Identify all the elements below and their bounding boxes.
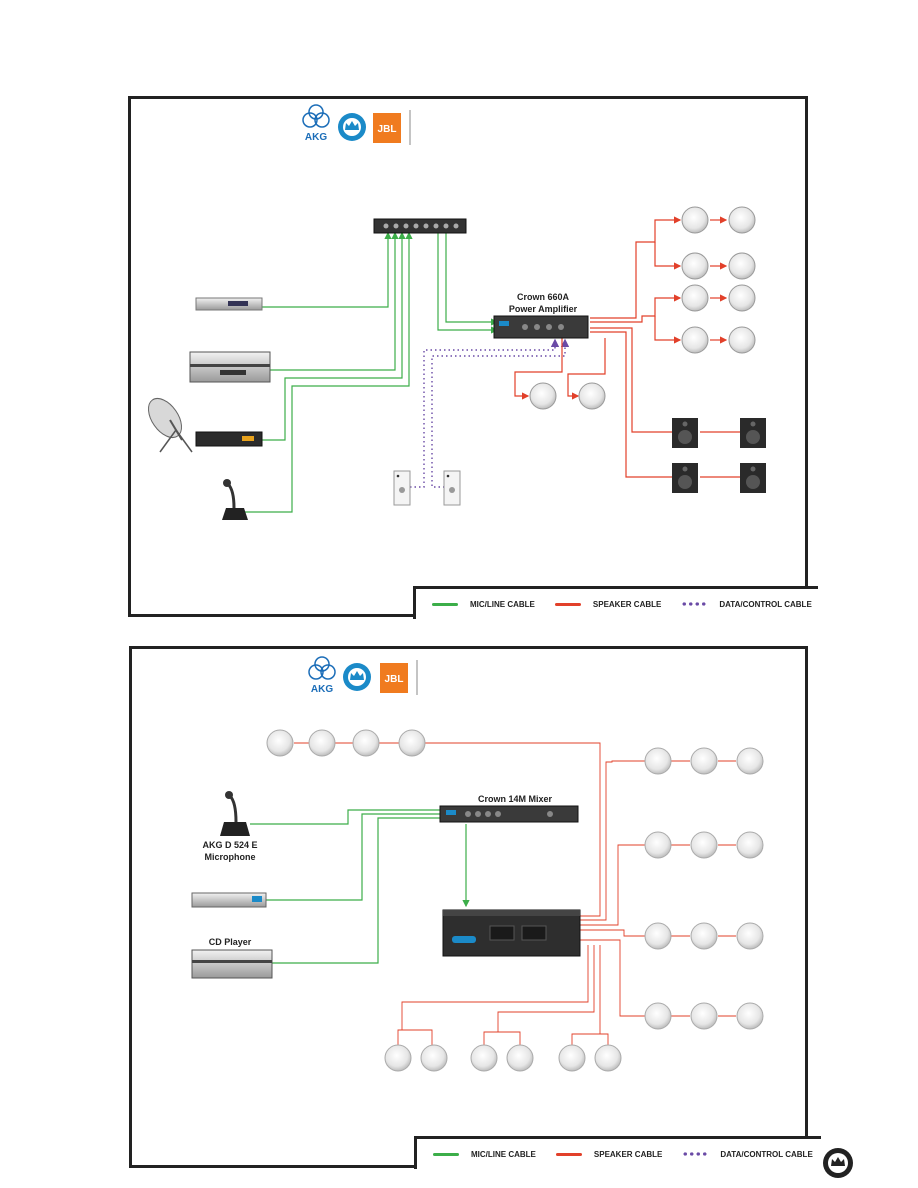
- legend-mic-line: MIC/LINE CABLE: [471, 1149, 536, 1159]
- mic-line-swatch: [433, 1152, 459, 1156]
- legend-panel-2: MIC/LINE CABLE SPEAKER CABLE DATA/CONTRO…: [414, 1136, 821, 1169]
- ceiling-speaker: [736, 831, 764, 859]
- crown-14m-mixer: Crown 14M Mixer: [439, 794, 579, 823]
- mic-label-line1: AKG D 524 E: [202, 840, 257, 850]
- speaker-cables-2: [294, 742, 736, 1046]
- box-speaker: [740, 463, 766, 493]
- mixer-label: Crown 14M Mixer: [478, 794, 553, 804]
- ceiling-speaker: [506, 1044, 534, 1072]
- data-control-cables-1: [410, 338, 570, 488]
- amp-label-line1: Crown 660A: [517, 292, 570, 302]
- ceiling-speaker: [736, 922, 764, 950]
- akg-logo-text: AKG: [311, 684, 333, 695]
- ceiling-speaker: [644, 747, 672, 775]
- ceiling-speaker: [529, 382, 557, 410]
- jbl-logo: JBL: [373, 113, 401, 143]
- akg-d524e-microphone: AKG D 524 E Microphone: [202, 791, 258, 862]
- akg-logo-text: AKG: [305, 132, 327, 143]
- ceiling-speaker: [308, 729, 336, 757]
- speaker-swatch: [555, 1152, 582, 1156]
- ceiling-speaker: [681, 284, 709, 312]
- paging-microphone: [222, 479, 248, 520]
- jbl-logo-text: JBL: [385, 674, 404, 685]
- wall-controller-2: [443, 470, 461, 506]
- crown-660a-amplifier: Crown 660A Power Amplifier: [493, 292, 589, 339]
- speaker-cables-1: [514, 216, 742, 478]
- ceiling-speaker: [578, 382, 606, 410]
- ceiling-speaker: [690, 922, 718, 950]
- akg-logo: AKG: [308, 656, 336, 695]
- brand-logos-2: AKG JBL: [308, 656, 418, 695]
- crown-badge-icon: [823, 1148, 853, 1178]
- ceiling-speaker: [644, 831, 672, 859]
- ceiling-speaker: [594, 1044, 622, 1072]
- ceiling-speaker: [420, 1044, 448, 1072]
- satellite-dish: [147, 397, 193, 453]
- ceiling-speakers-1: [529, 206, 756, 410]
- ceiling-speaker: [558, 1044, 586, 1072]
- ceiling-speaker: [681, 252, 709, 280]
- ceiling-speaker: [681, 326, 709, 354]
- ceiling-speaker: [690, 831, 718, 859]
- ceiling-speaker: [398, 729, 426, 757]
- ceiling-speaker: [728, 252, 756, 280]
- ceiling-speaker: [728, 284, 756, 312]
- amp-label-line2: Power Amplifier: [509, 304, 578, 314]
- mic-label-line2: Microphone: [205, 852, 256, 862]
- ceiling-speaker: [690, 1002, 718, 1030]
- ceiling-speaker: [470, 1044, 498, 1072]
- jbl-logo: JBL: [380, 663, 408, 693]
- data-control-swatch: [682, 1152, 709, 1156]
- brand-logos-1: AKG JBL: [302, 104, 411, 145]
- ceiling-speaker: [690, 747, 718, 775]
- box-speaker: [672, 463, 698, 493]
- mixer-1: [373, 218, 467, 234]
- ceiling-speaker: [736, 747, 764, 775]
- legend-data-control: DATA/CONTROL CABLE: [720, 1149, 813, 1159]
- box-speaker: [740, 418, 766, 448]
- cd-player-label: CD Player: [209, 937, 252, 947]
- box-speaker: [672, 418, 698, 448]
- legend-speaker: SPEAKER CABLE: [592, 599, 662, 609]
- cd-player-device: CD Player: [191, 937, 273, 979]
- legend-speaker: SPEAKER CABLE: [593, 1149, 663, 1159]
- jbl-logo-text: JBL: [378, 124, 397, 135]
- ceiling-speaker: [266, 729, 294, 757]
- crown-power-amplifier-2: [442, 909, 581, 957]
- ceiling-speaker: [352, 729, 380, 757]
- tuner-device: [195, 297, 263, 311]
- ceiling-speakers-2: [266, 729, 764, 1072]
- legend-panel-1: MIC/LINE CABLE SPEAKER CABLE DATA/CONTRO…: [413, 586, 818, 619]
- box-speakers-1: [672, 418, 766, 493]
- ceiling-speaker: [644, 922, 672, 950]
- mic-line-cables-1: [245, 231, 499, 513]
- legend-mic-line: MIC/LINE CABLE: [470, 599, 535, 609]
- dvd-player-device: [189, 351, 271, 383]
- speaker-swatch: [554, 602, 581, 606]
- data-control-swatch: [681, 602, 708, 606]
- crown-logo: [338, 113, 366, 141]
- tuner-device-2: [191, 892, 267, 908]
- wall-controller-1: [393, 470, 411, 506]
- mic-line-swatch: [432, 602, 458, 606]
- satellite-receiver: [195, 431, 263, 447]
- ceiling-speaker: [736, 1002, 764, 1030]
- ceiling-speaker: [728, 206, 756, 234]
- mic-line-cables-2: [250, 809, 470, 964]
- crown-logo: [343, 663, 371, 691]
- ceiling-speaker: [384, 1044, 412, 1072]
- akg-logo: AKG: [302, 104, 330, 143]
- ceiling-speaker: [644, 1002, 672, 1030]
- legend-data-control: DATA/CONTROL CABLE: [719, 599, 812, 609]
- ceiling-speaker: [728, 326, 756, 354]
- ceiling-speaker: [681, 206, 709, 234]
